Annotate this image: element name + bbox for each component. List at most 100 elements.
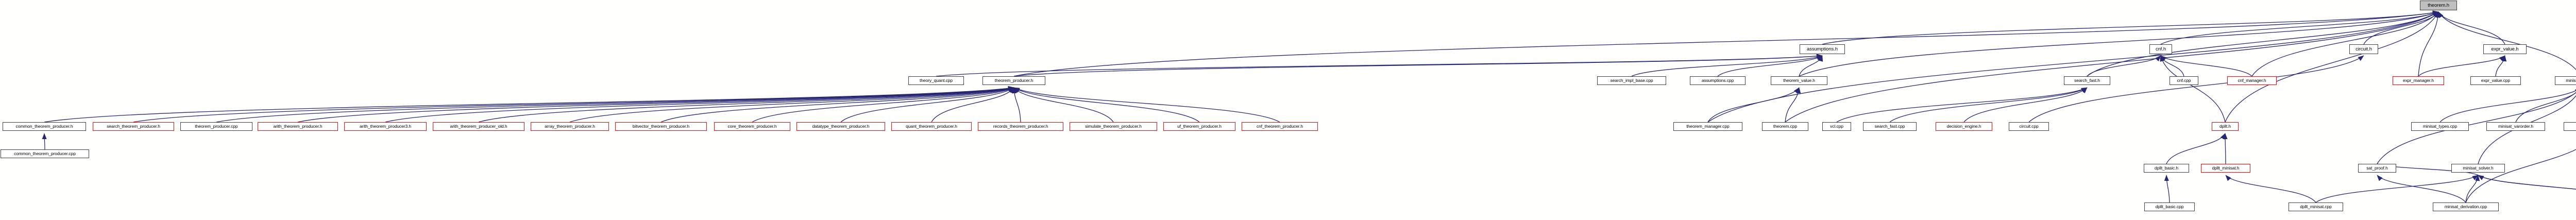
graph-node-minisat-types-h[interactable]: minisat_types.h — [2555, 76, 2576, 85]
graph-node-cnf-manager-h[interactable]: cnf_manager.h — [2227, 76, 2277, 85]
graph-node-decision-engine-h[interactable]: decision_engine.h — [1936, 122, 1992, 131]
graph-node-label: common_theorem_producer.cpp — [14, 151, 76, 157]
graph-edge — [2465, 175, 2480, 203]
graph-edge — [840, 87, 1014, 123]
graph-edge — [660, 87, 1014, 123]
graph-edge — [2225, 11, 2439, 123]
graph-node-label: uf_theorem_producer.h — [1177, 124, 1222, 129]
graph-node-array-theorem-producer-h[interactable]: array_theorem_producer.h — [531, 122, 609, 131]
graph-edge — [2223, 133, 2228, 164]
graph-node-label: expr_value.cpp — [2481, 78, 2511, 83]
graph-node-theory-quant-cpp[interactable]: theory_quant.cpp — [908, 76, 964, 85]
graph-node-theorem-cpp[interactable]: theorem.cpp — [1762, 122, 1808, 131]
graph-node-cnf-h[interactable]: cnf.h — [2149, 44, 2172, 54]
graph-node-assumptions-cpp[interactable]: assumptions.cpp — [1690, 76, 1745, 85]
graph-node-expr-manager-h[interactable]: expr_manager.h — [2393, 76, 2444, 85]
graph-edge — [2418, 11, 2441, 77]
graph-node-label: vcl.cpp — [1830, 124, 1843, 129]
graph-node-arith-theorem-producer-h[interactable]: arith_theorem_producer.h — [258, 122, 338, 131]
graph-node-theorem-producer-h[interactable]: theorem_producer.h — [982, 76, 1045, 85]
graph-node-cnf-cpp[interactable]: cnf.cpp — [2170, 76, 2198, 85]
graph-edge — [2377, 175, 2466, 203]
graph-node-label: records_theorem_producer.h — [993, 124, 1048, 129]
graph-node-label: theory_quant.cpp — [919, 78, 953, 83]
graph-edge — [1963, 87, 2088, 123]
graph-node-minisat-derivation-h[interactable]: minisat_derivation.h — [2564, 122, 2576, 131]
graph-node-sat-proof-h[interactable]: sat_proof.h — [2358, 164, 2396, 173]
graph-node-minisat-varorder-h[interactable]: minisat_varorder.h — [2486, 122, 2545, 131]
graph-node-label: expr_value.h — [2491, 46, 2519, 52]
graph-node-search-fast-cpp[interactable]: search_fast.cpp — [1863, 122, 1917, 131]
graph-node-uf-theorem-producer-h[interactable]: uf_theorem_producer.h — [1163, 122, 1235, 131]
graph-node-search-fast-h[interactable]: search_fast.h — [2064, 76, 2110, 85]
graph-edge — [2087, 11, 2439, 77]
graph-node-core-theorem-producer-h[interactable]: core_theorem_producer.h — [714, 122, 790, 131]
graph-node-label: bitvector_theorem_producer.h — [632, 124, 690, 129]
graph-node-label: theorem_producer.cpp — [195, 124, 238, 129]
graph-node-expr-value-h[interactable]: expr_value.h — [2483, 44, 2527, 54]
graph-node-theorem-manager-cpp[interactable]: theorem_manager.cpp — [1673, 122, 1742, 131]
graph-node-common-theorem-producer-h[interactable]: common_theorem_producer.h — [3, 122, 86, 131]
graph-edge — [1836, 87, 2088, 123]
graph-node-common-theorem-producer-cpp[interactable]: common_theorem_producer.cpp — [1, 149, 89, 158]
graph-node-minisat-types-cpp[interactable]: minisat_types.cpp — [2411, 122, 2469, 131]
graph-node-label: cnf_manager.h — [2238, 78, 2266, 83]
graph-node-minisat-derivation-cpp[interactable]: minisat_derivation.cpp — [2433, 202, 2499, 211]
graph-node-label: common_theorem_producer.h — [15, 124, 73, 129]
graph-node-search-impl-base-cpp[interactable]: search_impl_base.cpp — [1597, 76, 1666, 85]
graph-node-label: simulate_theorem_producer.h — [1085, 124, 1142, 129]
graph-node-label: datatype_theorem_producer.h — [812, 124, 870, 129]
graph-edge — [1013, 10, 2439, 77]
graph-edge — [1785, 87, 1801, 123]
graph-edge — [1785, 11, 2439, 123]
graph-node-theorem-value-h[interactable]: theorem_value.h — [1771, 76, 1827, 85]
graph-node-label: minisat_solver.h — [2463, 165, 2494, 171]
graph-edge — [2418, 55, 2505, 77]
graph-node-label: decision_engine.h — [1946, 124, 1981, 129]
graph-edge — [2438, 11, 2505, 45]
graph-node-datatype-theorem-producer-h[interactable]: datatype_theorem_producer.h — [796, 122, 885, 131]
graph-node-dpllt-h[interactable]: dpllt.h — [2212, 122, 2239, 131]
graph-node-label: theorem.h — [2428, 2, 2449, 8]
graph-node-records-theorem-producer-h[interactable]: records_theorem_producer.h — [978, 122, 1063, 131]
graph-node-theorem-producer-cpp[interactable]: theorem_producer.cpp — [180, 122, 252, 131]
graph-edge — [1889, 87, 2088, 123]
graph-node-theorem-h[interactable]: theorem.h — [2420, 1, 2457, 10]
graph-node-dpllt-basic-h[interactable]: dpllt_basic.h — [2144, 164, 2189, 173]
graph-node-minisat-solver-h[interactable]: minisat_solver.h — [2451, 164, 2505, 173]
graph-node-bitvector-theorem-producer-h[interactable]: bitvector_theorem_producer.h — [615, 122, 707, 131]
graph-edge — [1013, 87, 1200, 123]
graph-edge — [297, 86, 1014, 123]
graph-node-label: cnf.cpp — [2177, 78, 2191, 83]
graph-edge — [133, 86, 1014, 123]
graph-node-circuit-h[interactable]: circuit.h — [2349, 44, 2378, 54]
graph-node-vcl-cpp[interactable]: vcl.cpp — [1822, 122, 1851, 131]
graph-node-cnf-theorem-producer-h[interactable]: cnf_theorem_producer.h — [1242, 122, 1318, 131]
graph-edge — [216, 86, 1014, 123]
graph-node-arith-theorem-producer-old-h[interactable]: arith_theorem_producer_old.h — [433, 122, 524, 131]
graph-node-arith-theorem-producer3-h[interactable]: arith_theorem_producer3.h — [344, 122, 427, 131]
graph-edge — [1631, 55, 1823, 77]
graph-edge — [569, 87, 1014, 123]
graph-node-expr-value-cpp[interactable]: expr_value.cpp — [2470, 76, 2521, 85]
graph-node-dpllt-basic-cpp[interactable]: dpllt_basic.cpp — [2144, 202, 2195, 211]
graph-edge — [752, 87, 1014, 123]
graph-node-assumptions-h[interactable]: assumptions.h — [1800, 44, 1845, 54]
graph-edge — [2166, 133, 2226, 164]
graph-edge — [2028, 55, 2364, 123]
graph-node-simulate-theorem-producer-h[interactable]: simulate_theorem_producer.h — [1070, 122, 1157, 131]
graph-node-search-theorem-producer-h[interactable]: search_theorem_producer.h — [93, 122, 174, 131]
graph-edge — [2377, 87, 2576, 164]
graph-edge — [2087, 55, 2161, 77]
graph-node-dpllt-minisat-h[interactable]: dpllt_minisat.h — [2201, 164, 2250, 173]
graph-node-label: array_theorem_producer.h — [545, 124, 595, 129]
graph-node-circuit-cpp[interactable]: circuit.cpp — [2009, 122, 2049, 131]
graph-node-label: core_theorem_producer.h — [727, 124, 777, 129]
graph-edge — [1013, 87, 1280, 123]
graph-node-quant-theorem-producer-h[interactable]: quant_theorem_producer.h — [891, 122, 972, 131]
graph-node-label: circuit.cpp — [2019, 124, 2039, 129]
graph-node-dpllt-minisat-cpp[interactable]: dpllt_minisat.cpp — [2289, 202, 2343, 211]
graph-node-label: circuit.h — [2355, 46, 2372, 52]
graph-node-label: dpllt_basic.h — [2155, 165, 2178, 171]
graph-node-label: dpllt_basic.cpp — [2155, 204, 2184, 210]
